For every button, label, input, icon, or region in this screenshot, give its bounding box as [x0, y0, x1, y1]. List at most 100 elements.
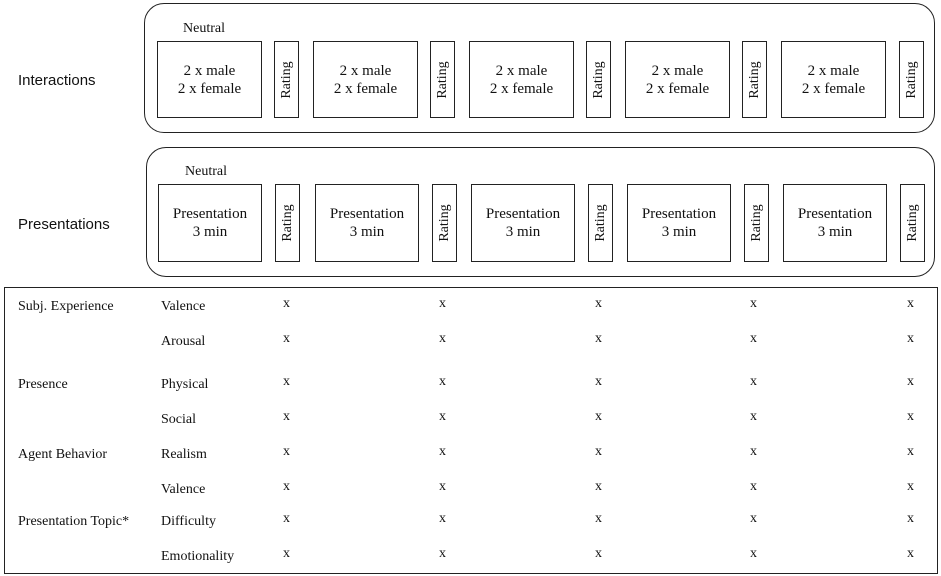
interaction-rating-1: Rating [274, 41, 299, 118]
measure-mark: x [907, 479, 914, 494]
interaction-rating-5: Rating [899, 41, 924, 118]
presentation-block-line1: Presentation [485, 206, 561, 222]
measure-mark: x [439, 409, 446, 424]
measure-mark: x [750, 296, 757, 311]
interaction-block-line1: 2 x male [183, 62, 236, 79]
presentation-rating-label: Rating [436, 204, 452, 242]
presentation-rating-label: Rating [592, 204, 608, 242]
measure-item: Difficulty [161, 514, 216, 529]
interactions-panel [144, 3, 935, 133]
measure-mark: x [283, 331, 290, 346]
presentation-block-line2: 3 min [505, 224, 541, 240]
interaction-block-line2: 2 x female [489, 80, 554, 97]
presentation-rating-label: Rating [279, 204, 295, 242]
measure-mark: x [283, 409, 290, 424]
measures-table [4, 287, 938, 574]
measure-mark: x [907, 511, 914, 526]
measure-mark: x [907, 444, 914, 459]
measure-mark: x [750, 409, 757, 424]
interaction-rating-label: Rating [746, 60, 762, 99]
interaction-rating-2: Rating [430, 41, 455, 118]
measure-mark: x [439, 331, 446, 346]
measure-mark: x [595, 479, 602, 494]
measure-category: Presence [18, 377, 68, 392]
measure-item: Emotionality [161, 549, 235, 564]
presentation-rating-5: Rating [900, 184, 925, 262]
measure-mark: x [439, 546, 446, 561]
interaction-block-line2: 2 x female [645, 80, 710, 97]
measure-mark: x [907, 331, 914, 346]
interaction-rating-label: Rating [590, 60, 606, 99]
interaction-rating-3: Rating [586, 41, 611, 118]
interaction-rating-label: Rating [278, 60, 294, 99]
measure-category: Subj. Experience [18, 299, 114, 314]
presentation-rating-label: Rating [748, 204, 764, 242]
interactions-neutral-label: Neutral [183, 21, 225, 36]
presentation-block-line2: 3 min [192, 224, 228, 240]
interaction-block-line2: 2 x female [177, 80, 242, 97]
measure-item: Valence [161, 299, 206, 314]
interaction-block-line1: 2 x male [339, 62, 392, 79]
presentation-rating-label: Rating [904, 204, 920, 242]
measure-mark: x [907, 374, 914, 389]
measure-mark: x [439, 511, 446, 526]
measure-mark: x [283, 546, 290, 561]
interaction-rating-label: Rating [903, 60, 919, 99]
measure-mark: x [595, 331, 602, 346]
interaction-block-line1: 2 x male [651, 62, 704, 79]
presentation-block-line1: Presentation [797, 206, 873, 222]
presentation-rating-3: Rating [588, 184, 613, 262]
presentations-neutral-label: Neutral [185, 164, 227, 179]
interaction-rating-4: Rating [742, 41, 767, 118]
measure-mark: x [595, 511, 602, 526]
measure-mark: x [750, 546, 757, 561]
presentation-block-4: Presentation 3 min [627, 184, 731, 262]
interactions-label: Interactions [18, 72, 96, 89]
interaction-block-line1: 2 x male [807, 62, 860, 79]
presentation-block-line2: 3 min [349, 224, 385, 240]
presentation-rating-2: Rating [432, 184, 457, 262]
measure-category: Presentation Topic* [18, 514, 130, 529]
measure-mark: x [439, 296, 446, 311]
measure-mark: x [750, 511, 757, 526]
interaction-block-line1: 2 x male [495, 62, 548, 79]
measure-mark: x [283, 374, 290, 389]
measure-mark: x [283, 296, 290, 311]
measure-mark: x [907, 296, 914, 311]
measure-item: Social [161, 412, 196, 427]
presentation-block-1: Presentation 3 min [158, 184, 262, 262]
presentation-rating-1: Rating [275, 184, 300, 262]
presentation-block-3: Presentation 3 min [471, 184, 575, 262]
measure-mark: x [750, 444, 757, 459]
presentation-block-line2: 3 min [817, 224, 853, 240]
presentation-rating-4: Rating [744, 184, 769, 262]
interaction-block-line2: 2 x female [801, 80, 866, 97]
measure-mark: x [595, 409, 602, 424]
interaction-rating-label: Rating [434, 60, 450, 99]
presentation-block-line2: 3 min [661, 224, 697, 240]
measure-mark: x [595, 374, 602, 389]
measure-mark: x [750, 374, 757, 389]
measure-mark: x [750, 479, 757, 494]
interaction-block-line2: 2 x female [333, 80, 398, 97]
measure-mark: x [283, 511, 290, 526]
presentation-block-5: Presentation 3 min [783, 184, 887, 262]
presentations-panel [146, 147, 935, 277]
measure-item: Arousal [161, 334, 206, 349]
presentation-block-line1: Presentation [641, 206, 717, 222]
measure-mark: x [907, 409, 914, 424]
measure-mark: x [439, 479, 446, 494]
measure-mark: x [907, 546, 914, 561]
measure-mark: x [750, 331, 757, 346]
measure-mark: x [595, 546, 602, 561]
measure-mark: x [283, 479, 290, 494]
presentation-block-line1: Presentation [172, 206, 248, 222]
measure-mark: x [439, 444, 446, 459]
measure-item: Realism [161, 447, 207, 462]
